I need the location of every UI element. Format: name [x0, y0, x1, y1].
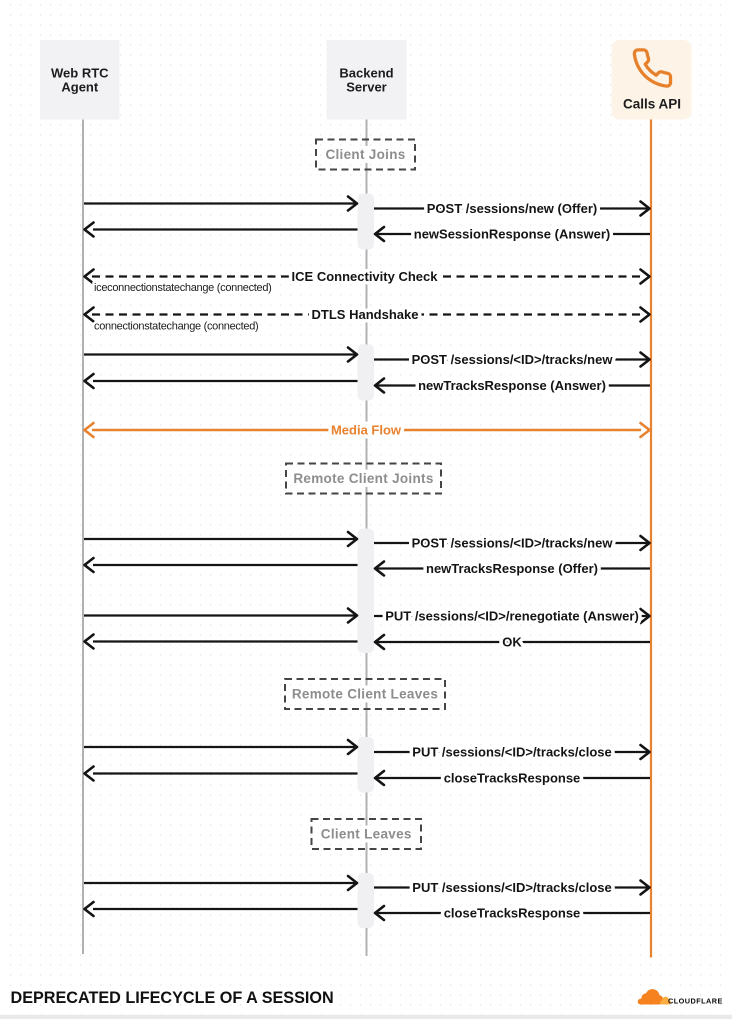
svg-text:POST /sessions/<ID>/tracks/new: POST /sessions/<ID>/tracks/new: [412, 352, 614, 367]
svg-text:Agent: Agent: [61, 80, 99, 95]
svg-text:newTracksResponse (Answer): newTracksResponse (Answer): [418, 378, 606, 393]
svg-text:POST /sessions/new (Offer): POST /sessions/new (Offer): [427, 201, 598, 216]
svg-text:OK: OK: [502, 635, 522, 650]
svg-text:iceconnectionstatechange (conn: iceconnectionstatechange (connected): [94, 282, 272, 294]
svg-text:PUT /sessions/<ID>/renegotiate: PUT /sessions/<ID>/renegotiate (Answer): [385, 609, 639, 624]
svg-text:Media Flow: Media Flow: [331, 423, 402, 438]
svg-text:PUT /sessions/<ID>/tracks/clos: PUT /sessions/<ID>/tracks/close: [412, 745, 611, 760]
svg-text:closeTracksResponse: closeTracksResponse: [444, 906, 581, 921]
svg-text:connectionstatechange (connect: connectionstatechange (connected): [94, 321, 258, 333]
svg-text:Web RTC: Web RTC: [51, 66, 109, 81]
svg-text:Remote Client Leaves: Remote Client Leaves: [292, 687, 438, 702]
svg-text:PUT /sessions/<ID>/tracks/clos: PUT /sessions/<ID>/tracks/close: [412, 880, 611, 895]
svg-text:newSessionResponse (Answer): newSessionResponse (Answer): [414, 227, 611, 242]
svg-text:Remote Client Joints: Remote Client Joints: [293, 471, 433, 486]
svg-text:newTracksResponse (Offer): newTracksResponse (Offer): [426, 561, 598, 576]
svg-text:DEPRECATED LIFECYCLE OF A SESS: DEPRECATED LIFECYCLE OF A SESSION: [11, 989, 334, 1007]
svg-text:Server: Server: [346, 80, 386, 95]
svg-text:CLOUDFLARE: CLOUDFLARE: [668, 997, 723, 1006]
svg-text:DTLS Handshake: DTLS Handshake: [312, 307, 419, 322]
svg-text:Client Leaves: Client Leaves: [321, 827, 412, 842]
svg-text:Backend: Backend: [339, 66, 393, 81]
svg-text:Calls API: Calls API: [623, 97, 681, 112]
svg-text:ICE Connectivity Check: ICE Connectivity Check: [292, 269, 439, 284]
svg-text:Client Joins: Client Joins: [325, 147, 405, 162]
svg-text:closeTracksResponse: closeTracksResponse: [444, 771, 581, 786]
svg-text:POST /sessions/<ID>/tracks/new: POST /sessions/<ID>/tracks/new: [412, 536, 614, 551]
